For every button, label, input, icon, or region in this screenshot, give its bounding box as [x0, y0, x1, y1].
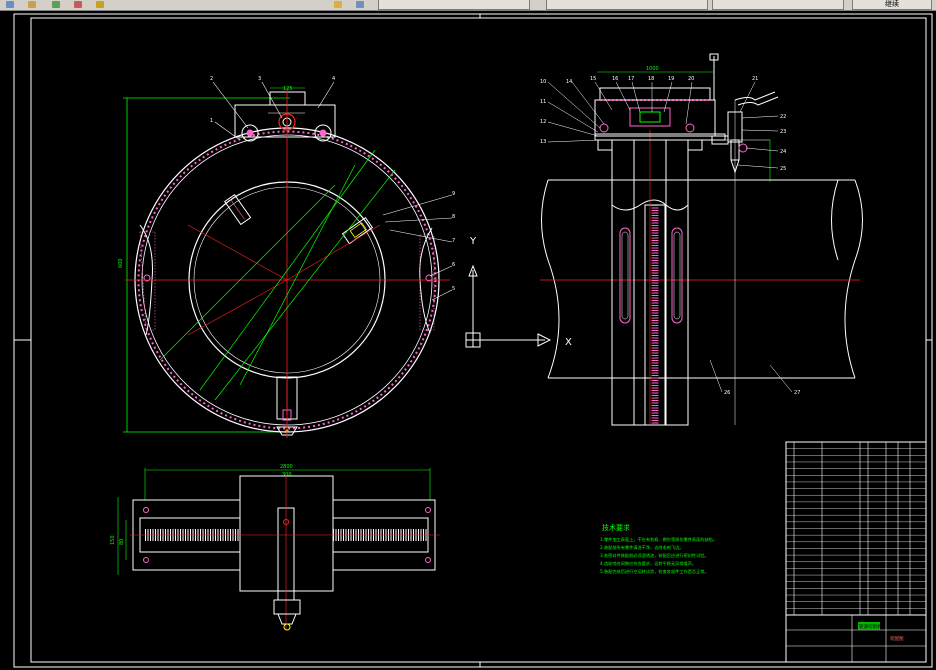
pipe-left-break: [541, 179, 560, 379]
svg-text:6: 6: [452, 262, 455, 268]
svg-text:12: 12: [540, 119, 546, 125]
plan-left-dimension: 80: [119, 539, 125, 545]
svg-text:21: 21: [752, 76, 758, 82]
svg-text:24: 24: [780, 149, 786, 155]
plan-view: 2800 300 150 80: [110, 464, 440, 631]
svg-text:17: 17: [628, 76, 634, 82]
cad-toolbar: 继续: [0, 0, 936, 11]
tool-icon[interactable]: [28, 1, 36, 8]
left-clamp-hatch: [139, 231, 156, 331]
tool-icon[interactable]: [96, 1, 104, 8]
svg-text:27: 27: [794, 390, 800, 396]
construction-line: [239, 164, 356, 386]
top-dimension-text: 125: [283, 86, 293, 92]
svg-text:5: 5: [452, 286, 455, 292]
svg-text:7: 7: [452, 238, 455, 244]
svg-text:18: 18: [648, 76, 654, 82]
tool-icon[interactable]: [74, 1, 82, 8]
pipe-right-break: [844, 179, 863, 379]
side-callouts-right: 19 20 21 22 23 24 25: [663, 76, 786, 172]
svg-text:1: 1: [210, 118, 213, 124]
clamp-bolt: [143, 274, 151, 282]
side-view: 1000 10 11 12 13 14 15 16 17 18 19 20: [540, 53, 863, 426]
construction-line: [159, 184, 336, 361]
svg-text:16: 16: [612, 76, 618, 82]
svg-text:4: 4: [332, 76, 335, 82]
tech-note-line: 3.各密封件装配前必须浸透油，装配后应进行密封性试验。: [600, 552, 709, 559]
svg-text:15: 15: [590, 76, 596, 82]
support-arm-right: [341, 217, 374, 245]
side-callouts-left: 10 11 12 13 14 15 16 17 18: [540, 76, 654, 145]
tech-notes-heading: 技术要求: [602, 523, 630, 532]
tool-icon[interactable]: [52, 1, 60, 8]
toolbar-tab[interactable]: [712, 0, 844, 10]
svg-text:10: 10: [540, 79, 546, 85]
title-block: 管道切割机 装配图: [785, 614, 927, 663]
svg-text:22: 22: [780, 114, 786, 120]
construction-line: [199, 149, 376, 391]
front-view: 600: [118, 76, 455, 438]
plan-left-dimension: 150: [110, 535, 116, 545]
torch-tip: [283, 623, 291, 631]
plan-inner-dimension: 300: [282, 472, 292, 478]
axis-y-label: Y: [469, 236, 477, 247]
drawing-title: 管道切割机: [859, 623, 882, 630]
svg-text:11: 11: [540, 99, 546, 105]
axis-x-label: X: [565, 337, 572, 348]
tech-note-line: 2.装配前所有零件清洗干净，去除毛刺飞边。: [600, 544, 684, 551]
toolbar-continue-button[interactable]: 继续: [852, 0, 932, 10]
svg-text:2: 2: [210, 76, 213, 82]
side-top-dimension: 1000: [646, 66, 659, 72]
svg-text:20: 20: [688, 76, 694, 82]
right-clamp-hatch: [419, 234, 435, 331]
front-callouts: 1 2 3 4 5 6 7 8 9: [210, 76, 455, 301]
radial-line: [187, 224, 288, 281]
ucs-axis-icon: Y X: [465, 236, 572, 348]
pipe-right-break-2: [831, 179, 839, 261]
tech-note-line: 5.装配完成后进行空运转试验，检查各部件工作是否正常。: [600, 568, 709, 575]
top-carriage: 125: [234, 86, 336, 142]
radial-line: [187, 279, 288, 336]
svg-text:23: 23: [780, 129, 786, 135]
toolbar-tab[interactable]: [378, 0, 530, 10]
svg-text:26: 26: [724, 390, 730, 396]
height-dimension-text: 600: [118, 258, 124, 268]
svg-text:14: 14: [566, 79, 572, 85]
bill-of-materials: [785, 441, 927, 616]
layer-icon[interactable]: [356, 1, 364, 8]
svg-text:3: 3: [258, 76, 261, 82]
technical-requirements: 技术要求 1.零件加工表面上，不应有划痕、擦伤等损伤零件表面的缺陷。 2.装配前…: [600, 523, 717, 575]
support-arm-left: [224, 193, 252, 226]
svg-text:19: 19: [668, 76, 674, 82]
pipe-callouts: 26 27: [709, 359, 800, 396]
drawing-canvas[interactable]: 600: [0, 10, 936, 670]
svg-text:25: 25: [780, 166, 786, 172]
toolbar-tab[interactable]: [546, 0, 708, 10]
svg-text:13: 13: [540, 139, 546, 145]
tech-note-line: 1.零件加工表面上，不应有划痕、擦伤等损伤零件表面的缺陷。: [600, 536, 717, 543]
plan-overall-dimension: 2800: [280, 464, 293, 470]
layer-icon[interactable]: [334, 1, 342, 8]
svg-text:9: 9: [452, 191, 455, 197]
tech-note-line: 4.齿轮啮合间隙应符合要求，运转平稳无异常噪声。: [600, 560, 696, 567]
svg-text:8: 8: [452, 214, 455, 220]
construction-line: [214, 169, 396, 401]
drawing-subtitle: 装配图: [890, 635, 904, 642]
clamp-bolt: [425, 274, 433, 282]
tool-icon[interactable]: [6, 1, 14, 8]
radial-line: [286, 224, 381, 281]
